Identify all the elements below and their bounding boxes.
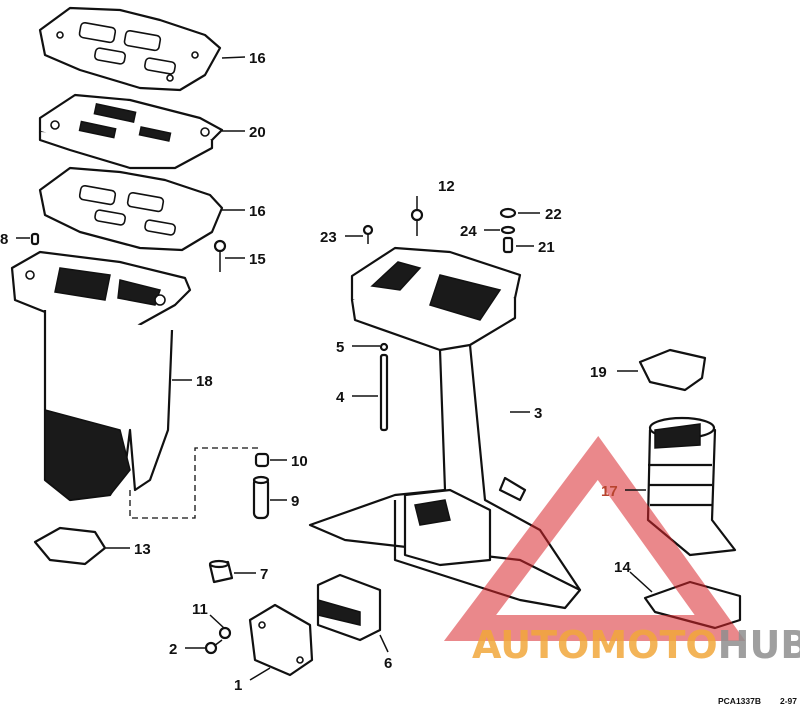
callout-24: 24: [460, 223, 477, 240]
callout-14: 14: [614, 559, 631, 576]
callout-22: 22: [545, 206, 562, 223]
watermark-text: AUTOMOTOHUB: [472, 623, 800, 667]
adapter-plate-20: [38, 93, 224, 170]
callout-8: 8: [0, 231, 8, 248]
gasket-19: [638, 348, 707, 392]
callout-19: 19: [590, 364, 607, 381]
grommet-10: [254, 452, 270, 468]
callout-12: 12: [438, 178, 455, 195]
mount-6: [316, 573, 382, 642]
screw-23: [362, 224, 374, 244]
dashed-connector: [129, 447, 262, 519]
footer-part-number: PCA1337B: [718, 696, 761, 706]
callout-6: 6: [384, 655, 392, 672]
callout-9: 9: [291, 493, 299, 510]
cover-plate-1: [248, 603, 314, 677]
gasket-16-middle: [38, 166, 224, 252]
callout-4: 4: [336, 389, 345, 406]
gasket-13: [33, 526, 107, 566]
callout-1: 1: [234, 677, 242, 694]
tube-9: [252, 475, 270, 520]
gasket-16-top: [38, 6, 222, 92]
washer-11: [218, 626, 232, 640]
callout-10: 10: [291, 453, 308, 470]
callout-5: 5: [336, 339, 344, 356]
callouts: 16 20 16 8 15 18 12 23 22 24 21 5 4 3 19…: [0, 50, 631, 694]
screw-12: [410, 208, 424, 236]
callout-11: 11: [192, 601, 208, 618]
leader-lines: [16, 56, 653, 681]
pin-8: [30, 232, 40, 246]
nut-22: [499, 207, 517, 219]
callout-16-top: 16: [249, 50, 266, 67]
callout-20: 20: [249, 124, 266, 141]
callout-2: 2: [169, 641, 177, 658]
stud-21: [502, 236, 514, 254]
callout-15: 15: [249, 251, 266, 268]
callout-17: 17: [601, 483, 618, 500]
watermark-text-part2: HUB: [718, 623, 800, 667]
callout-3: 3: [534, 405, 542, 422]
plug-7: [208, 559, 234, 584]
screw-15: [213, 239, 227, 272]
footer-revision: 2-97: [780, 696, 797, 706]
callout-7: 7: [260, 566, 268, 583]
callout-13: 13: [134, 541, 151, 558]
washer-24: [500, 225, 516, 235]
callout-16-middle: 16: [249, 203, 266, 220]
exhaust-housing-18: [10, 250, 192, 502]
callout-18: 18: [196, 373, 213, 390]
screw-2: [204, 639, 223, 655]
callout-23: 23: [320, 229, 337, 246]
clip-5: [379, 342, 389, 352]
watermark-logo: [443, 436, 746, 641]
watermark-text-part1: AUTOMOTO: [472, 623, 718, 667]
stud-4: [379, 353, 389, 432]
callout-21: 21: [538, 239, 555, 256]
